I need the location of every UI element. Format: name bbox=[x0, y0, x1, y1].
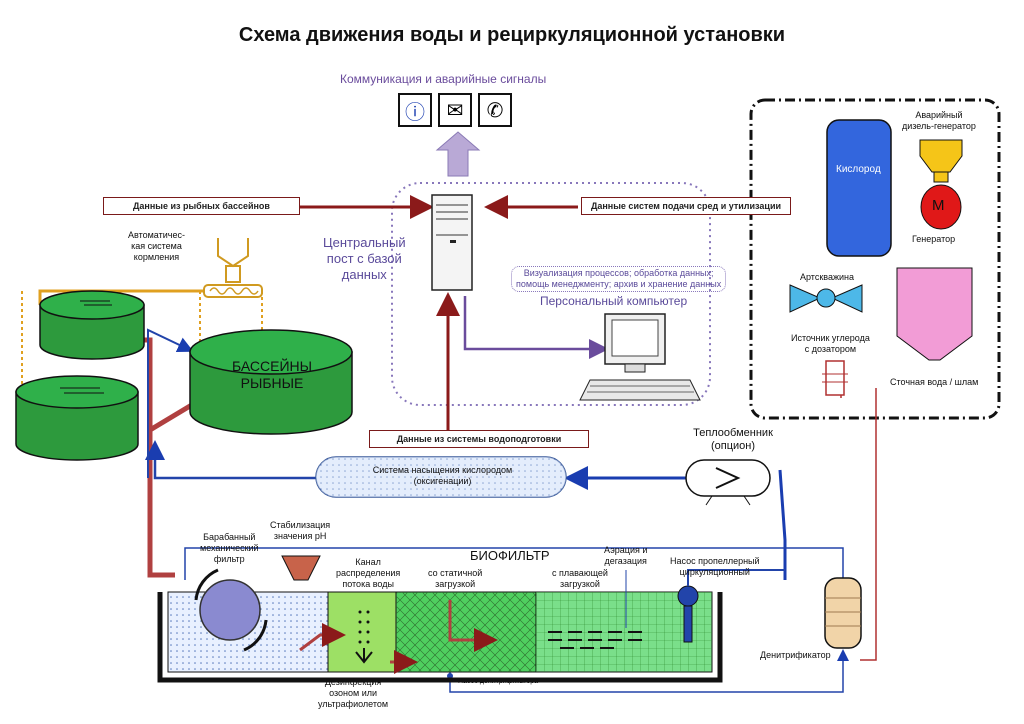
well-label: Артскважина bbox=[800, 272, 854, 282]
treatment-basin bbox=[157, 591, 723, 683]
generator-letter: М bbox=[932, 197, 945, 214]
pool-top-left bbox=[39, 290, 145, 360]
oxygen-tank bbox=[826, 119, 892, 257]
pc-device bbox=[579, 313, 701, 401]
waste-label: Сточная вода / шлам bbox=[890, 377, 979, 387]
comm-up-arrow bbox=[435, 131, 481, 177]
oxygenation-label: Система насыщения кислородом(оксигенации… bbox=[372, 465, 513, 486]
pool-bottom-left bbox=[15, 375, 139, 461]
carbon-dosing bbox=[825, 360, 845, 396]
propeller-pump bbox=[677, 585, 699, 607]
denitrificator-label: Денитрификатор bbox=[760, 650, 831, 660]
generator-device bbox=[919, 139, 963, 230]
well-valve bbox=[789, 284, 863, 313]
oxygenation-cylinder bbox=[315, 456, 567, 498]
denitrificator-tank bbox=[824, 577, 862, 649]
comm-title: Коммуникация и аварийные сигналы bbox=[340, 72, 547, 86]
phone-icon: ✆ bbox=[478, 93, 512, 127]
supply-data-box: Данные систем подачи сред и утилизации bbox=[581, 197, 791, 215]
supply-area bbox=[749, 98, 1001, 420]
heat-exchanger-label: Теплообменник(опцион) bbox=[693, 427, 773, 452]
oxygen-label: Кислород bbox=[836, 164, 881, 175]
feeder-device bbox=[203, 238, 263, 298]
denit-pump-label: Насос денитрификатора bbox=[458, 678, 539, 685]
drum-filter bbox=[199, 579, 261, 641]
ph-funnel bbox=[281, 555, 321, 581]
pc-description: Визуализация процессов; обработка данных… bbox=[511, 266, 727, 292]
water-data-box: Данные из системы водоподготовки bbox=[369, 430, 589, 448]
page-title: Схема движения воды и рециркуляционной у… bbox=[238, 24, 786, 46]
info-icon: ⓘ bbox=[398, 93, 432, 127]
server-tower bbox=[431, 194, 473, 291]
fish-data-box: Данные из рыбных бассейнов bbox=[103, 197, 300, 215]
mail-icon: ✉ bbox=[438, 93, 472, 127]
biofilter-label: БИОФИЛЬТР bbox=[470, 548, 550, 563]
heat-exchanger bbox=[685, 459, 771, 506]
pool-big bbox=[189, 329, 353, 435]
waste-tank bbox=[896, 267, 973, 361]
generator-label: Генератор bbox=[912, 234, 956, 244]
pc-name: Персональный компьютер bbox=[540, 294, 688, 308]
